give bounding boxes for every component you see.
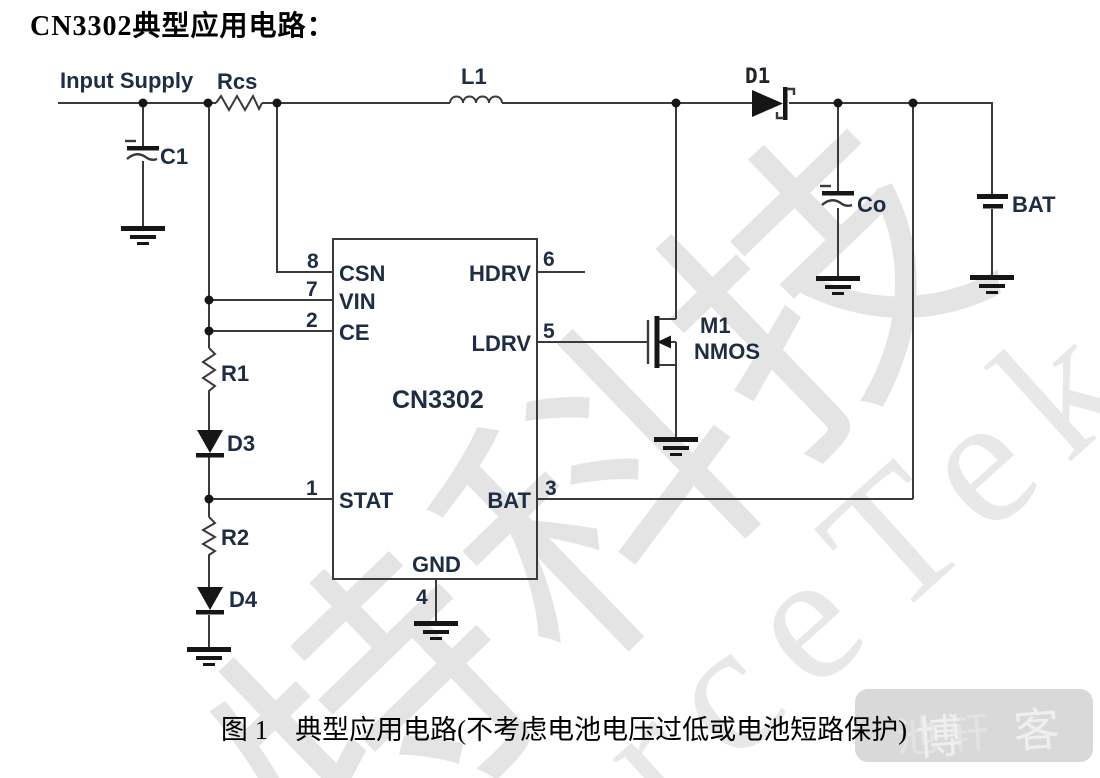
co-label: Co	[857, 192, 886, 217]
ic-name-label: CN3302	[392, 386, 484, 414]
resistor-r1: R1	[201, 347, 249, 396]
figure-caption: 图 1 典型应用电路(不考虑电池电压过低或电池短路保护)	[220, 715, 908, 745]
junction-dots	[138, 98, 918, 504]
diode-d3: D3	[196, 430, 255, 458]
pin-vin-label: VIN	[339, 289, 376, 314]
capacitor-c1: C1	[125, 139, 188, 169]
battery-bat: BAT	[977, 192, 1056, 217]
l1-label: L1	[461, 64, 487, 89]
ground-bat	[970, 275, 1014, 294]
rcs-label: Rcs	[217, 69, 257, 94]
ic-cn3302: CN3302 CSN VIN CE STAT HDRV LDRV BAT GND…	[306, 238, 557, 609]
capacitor-co: Co	[820, 184, 886, 217]
pin-gnd-number: 4	[416, 586, 428, 609]
ground-co	[816, 276, 860, 295]
m1-type-label: NMOS	[694, 339, 760, 364]
pin-vin-number: 7	[306, 278, 318, 301]
battery-label: BAT	[1012, 192, 1056, 217]
pin-gnd-label: GND	[412, 552, 461, 577]
inductor-l1: L1	[449, 64, 503, 104]
pin-stat-label: STAT	[339, 488, 394, 513]
r2-label: R2	[221, 525, 249, 550]
wires	[58, 102, 993, 647]
pin-ce-label: CE	[339, 320, 370, 345]
mosfet-m1: M1 NMOS	[646, 313, 760, 368]
r1-label: R1	[221, 361, 249, 386]
d1-label: D1	[745, 64, 770, 88]
m1-label: M1	[700, 313, 731, 338]
ground-c1	[121, 226, 165, 245]
pin-stat-number: 1	[306, 477, 318, 500]
pin-ldrv-label: LDRV	[472, 331, 532, 356]
d4-label: D4	[229, 587, 258, 612]
pin-csn-number: 8	[307, 250, 319, 273]
pin-bat-number: 3	[545, 477, 557, 500]
ground-symbols	[121, 226, 1014, 666]
diode-d4: D4	[196, 587, 258, 615]
ground-m1	[654, 437, 698, 456]
pin-hdrv-label: HDRV	[469, 261, 531, 286]
pin-hdrv-number: 6	[543, 248, 555, 271]
ground-left-rail	[187, 647, 231, 666]
diode-d1: D1	[745, 64, 796, 120]
c1-label: C1	[160, 144, 188, 169]
input-supply-label: Input Supply	[60, 68, 194, 93]
page-title: CN3302典型应用电路：	[30, 11, 336, 42]
watermark-badge: 池轩 博 客	[855, 689, 1093, 765]
pin-bat-label: BAT	[487, 488, 531, 513]
resistor-r2: R2	[201, 516, 249, 558]
pin-csn-label: CSN	[339, 261, 385, 286]
pin-ldrv-number: 5	[543, 320, 555, 343]
pin-ce-number: 2	[306, 309, 318, 332]
resistor-rcs: Rcs	[215, 69, 263, 113]
d3-label: D3	[227, 431, 255, 456]
ground-ic-gnd	[414, 621, 458, 640]
